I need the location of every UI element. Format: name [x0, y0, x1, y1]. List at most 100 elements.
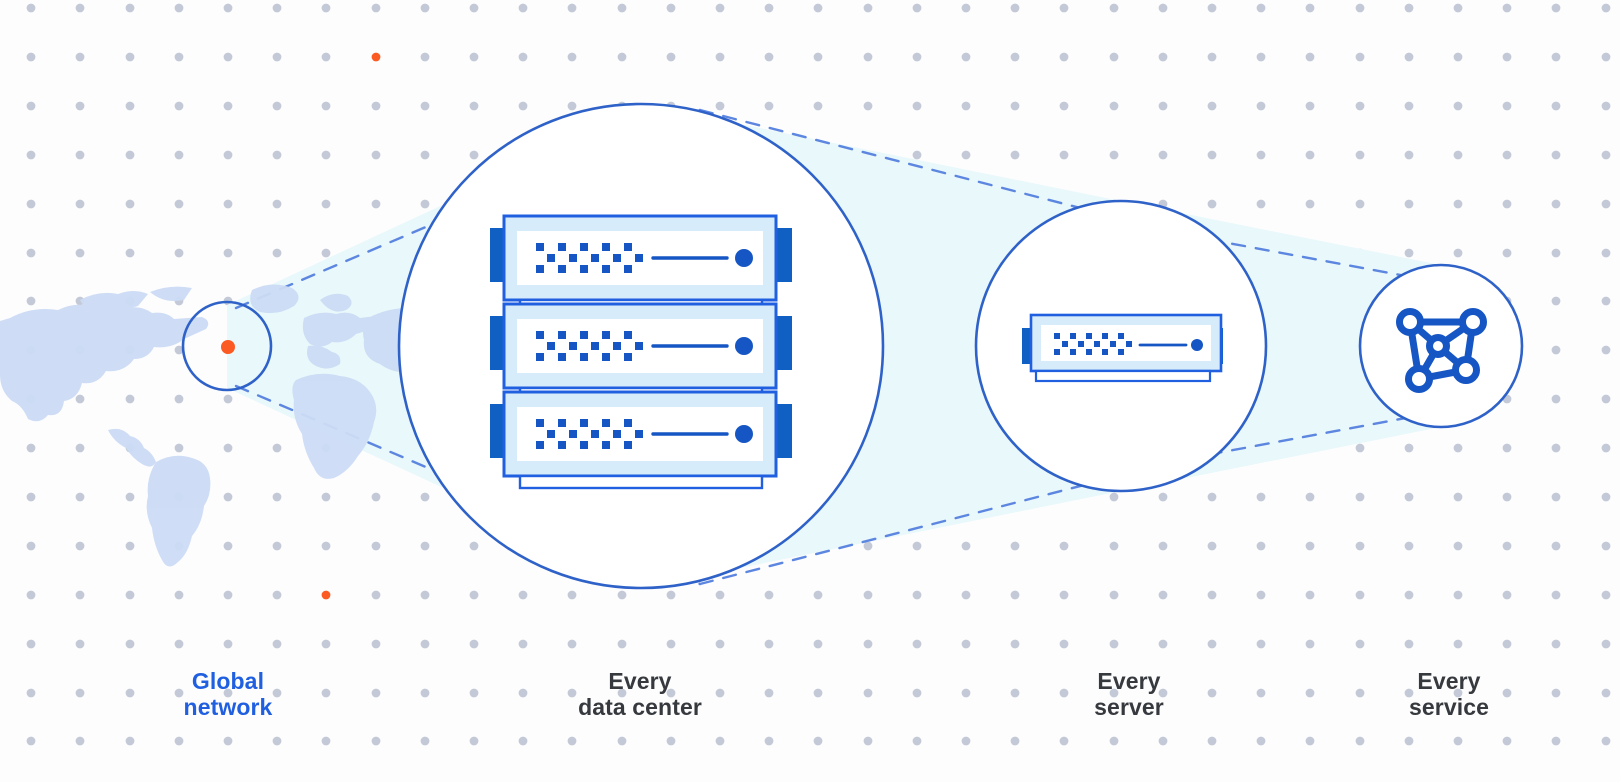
grid-dot [1551, 150, 1561, 160]
grid-dot [863, 688, 873, 698]
grid-dot [1109, 688, 1119, 698]
grid-dot [223, 688, 233, 698]
grid-dot [961, 639, 971, 649]
grid-dot [1601, 541, 1611, 551]
grid-dot [961, 52, 971, 62]
grid-dot [469, 590, 479, 600]
grid-dot [1158, 688, 1168, 698]
grid-dot [715, 736, 725, 746]
grid-dot [1453, 590, 1463, 600]
grid-dot [1453, 101, 1463, 111]
grid-dot [125, 150, 135, 160]
grid-dot [1355, 3, 1365, 13]
grid-dot [518, 590, 528, 600]
map-focus-marker [221, 340, 235, 354]
grid-dot [1109, 3, 1119, 13]
stage-every-service[interactable] [1358, 263, 1524, 429]
grid-dot [715, 639, 725, 649]
grid-dot [1453, 150, 1463, 160]
grid-dot [272, 492, 282, 502]
grid-dot [1305, 52, 1315, 62]
grid-dot [223, 199, 233, 209]
grid-dot [272, 590, 282, 600]
label-every-service: Every service [1409, 668, 1489, 720]
grid-dot [75, 150, 85, 160]
grid-dot [75, 3, 85, 13]
grid-dot [1207, 639, 1217, 649]
grid-dot [1305, 590, 1315, 600]
grid-dot [1207, 688, 1217, 698]
grid-dot [1010, 150, 1020, 160]
grid-dot [1305, 199, 1315, 209]
grid-dot [666, 639, 676, 649]
grid-dot [961, 688, 971, 698]
grid-highlight-dots [321, 52, 381, 600]
grid-dot [1355, 590, 1365, 600]
grid-dot [1551, 736, 1561, 746]
grid-dot [1453, 492, 1463, 502]
grid-dot [1601, 639, 1611, 649]
grid-dot [1109, 736, 1119, 746]
grid-dot [1158, 639, 1168, 649]
grid-dot [1010, 101, 1020, 111]
grid-dot [371, 150, 381, 160]
grid-dot [26, 52, 36, 62]
grid-dot [961, 736, 971, 746]
grid-dot [764, 52, 774, 62]
map-focus-circle [181, 300, 273, 392]
grid-dot [420, 150, 430, 160]
grid-dot [1109, 541, 1119, 551]
grid-dot [1158, 492, 1168, 502]
stage-every-data-center[interactable] [397, 102, 885, 590]
grid-dot [1355, 541, 1365, 551]
grid-dot [1404, 3, 1414, 13]
grid-dot [321, 101, 331, 111]
grid-dot [863, 101, 873, 111]
grid-dot [1502, 688, 1512, 698]
grid-dot [1059, 150, 1069, 160]
grid-dot [321, 688, 331, 698]
grid-dot [813, 688, 823, 698]
grid-dot [1355, 101, 1365, 111]
grid-dot [174, 590, 184, 600]
grid-dot [961, 590, 971, 600]
grid-dot [1355, 492, 1365, 502]
grid-dot [1355, 688, 1365, 698]
label-every-server: Every server [1094, 668, 1164, 720]
grid-dot [321, 199, 331, 209]
grid-dot [125, 394, 135, 404]
grid-dot [1059, 101, 1069, 111]
grid-dot [371, 492, 381, 502]
grid-dot [223, 248, 233, 258]
grid-dot [223, 150, 233, 160]
grid-dot [1453, 248, 1463, 258]
grid-dot [1453, 199, 1463, 209]
grid-dot [125, 541, 135, 551]
grid-dot [1551, 639, 1561, 649]
grid-dot [1207, 150, 1217, 160]
grid-dot [1502, 248, 1512, 258]
grid-dot [1502, 639, 1512, 649]
stage-every-server[interactable] [974, 199, 1268, 493]
grid-dot [1256, 3, 1266, 13]
grid-dot [567, 52, 577, 62]
grid-dot [125, 52, 135, 62]
grid-dot [174, 101, 184, 111]
grid-dot [125, 492, 135, 502]
grid-dot [1404, 443, 1414, 453]
grid-dot [1551, 590, 1561, 600]
grid-dot [1305, 101, 1315, 111]
grid-dot [1404, 492, 1414, 502]
grid-dot [1502, 52, 1512, 62]
grid-dot [1601, 199, 1611, 209]
grid-dot [1158, 101, 1168, 111]
grid-dot [1158, 590, 1168, 600]
grid-dot [1158, 150, 1168, 160]
grid-dot [174, 639, 184, 649]
grid-dot [617, 639, 627, 649]
grid-dot [666, 3, 676, 13]
grid-dot [1305, 492, 1315, 502]
grid-dot [420, 101, 430, 111]
